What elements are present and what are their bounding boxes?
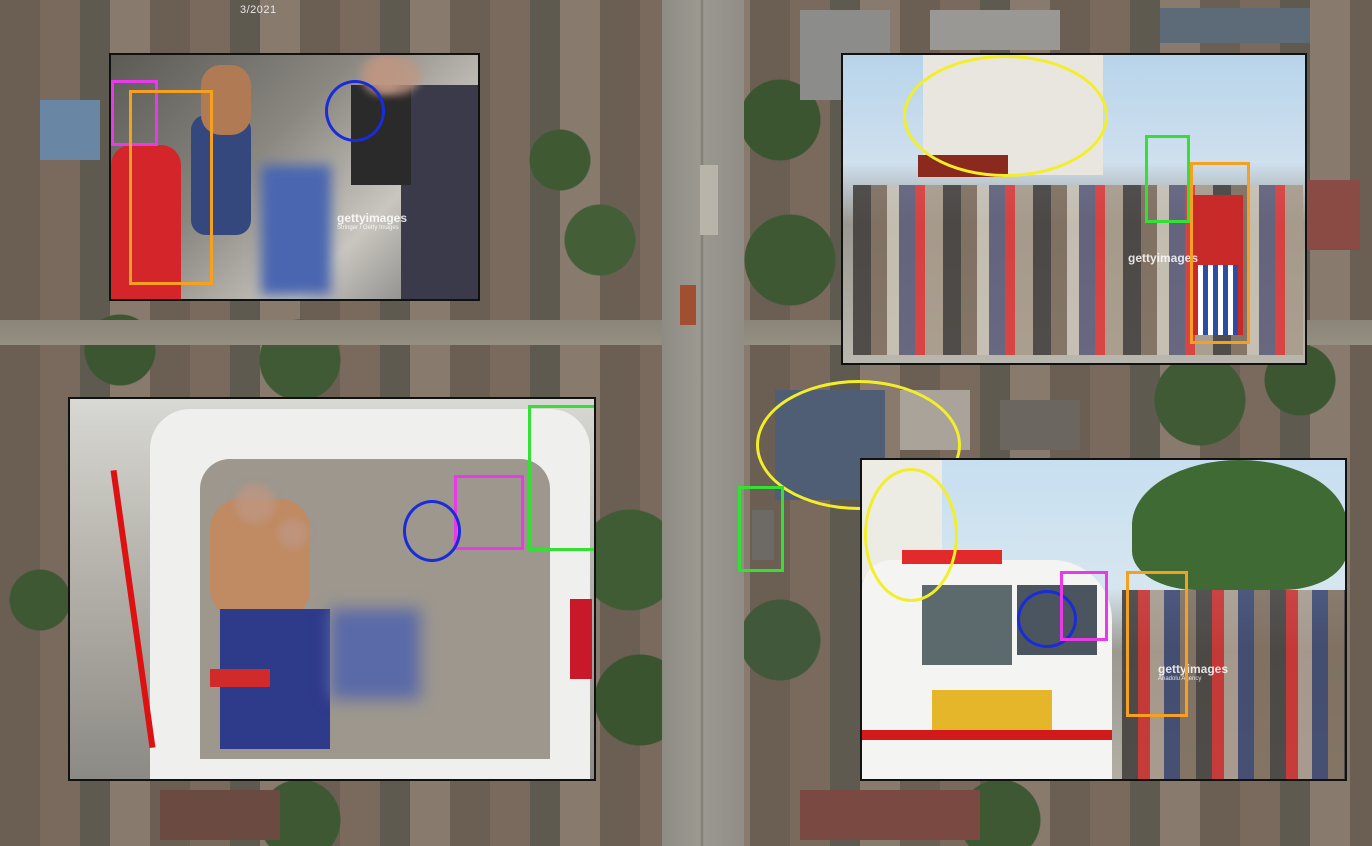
ambulance-windshield — [922, 585, 1012, 665]
getty-watermark: gettyimages Anadolu Agency — [1158, 662, 1229, 682]
crowd — [1122, 590, 1345, 779]
photo-inset-ambulance-street: gettyimages Anadolu Agency — [860, 458, 1347, 781]
highlight-box-green — [1145, 135, 1190, 223]
getty-watermark: gettyimages — [1128, 251, 1199, 265]
highlight-box-orange — [1190, 162, 1250, 344]
tail-light — [570, 599, 592, 679]
getty-watermark: gettyimages Stringer / Getty Images — [337, 211, 408, 231]
blurred-face — [371, 55, 421, 95]
figure-dark-shirt — [401, 85, 478, 299]
highlight-circle-blue — [1017, 590, 1077, 648]
highlight-circle-blue — [325, 80, 385, 142]
imagery-date-label: 3/2021 — [240, 4, 277, 16]
roof — [930, 10, 1060, 50]
ambulance-red-stripe — [862, 730, 1112, 740]
aerial-vehicle-highlight-box — [738, 486, 784, 572]
roof — [800, 790, 980, 840]
figure-red-shirt — [111, 145, 181, 299]
blurred-face — [278, 519, 308, 549]
highlight-box-orange — [1126, 571, 1188, 717]
roof — [1300, 180, 1360, 250]
figure-lying-blurred — [330, 609, 420, 699]
sarong-striped — [1198, 265, 1238, 335]
vehicle — [700, 165, 718, 235]
tree — [1132, 460, 1345, 590]
blurred-face — [235, 484, 275, 524]
highlight-box-magenta — [454, 475, 524, 550]
red-seat — [210, 669, 270, 687]
roof — [160, 790, 280, 840]
photo-inset-ambulance-interior: gettyimages Stringer / Getty Images — [109, 53, 480, 301]
highlight-box-magenta — [111, 80, 158, 146]
aerial-building-highlight-ellipse — [756, 380, 961, 510]
highlight-ellipse-building — [864, 468, 958, 602]
photo-inset-ambulance-rear — [68, 397, 596, 781]
highlight-box-green — [528, 405, 594, 551]
roof — [1000, 400, 1080, 450]
vehicle — [680, 285, 696, 325]
figure-blue — [191, 115, 251, 235]
highlight-ellipse-building — [903, 55, 1108, 177]
roof — [40, 100, 100, 160]
highlight-circle-blue — [403, 500, 461, 562]
vehicle — [752, 510, 774, 560]
roof — [1160, 8, 1310, 43]
ambulance-sign — [932, 690, 1052, 730]
highlight-box-magenta — [1060, 571, 1108, 641]
figure-shirtless — [201, 65, 251, 135]
figure-lying-blurred — [261, 165, 331, 295]
highlight-box-orange — [129, 90, 213, 285]
photo-inset-street-crowd: gettyimages — [841, 53, 1307, 365]
red-stripe — [110, 469, 156, 749]
